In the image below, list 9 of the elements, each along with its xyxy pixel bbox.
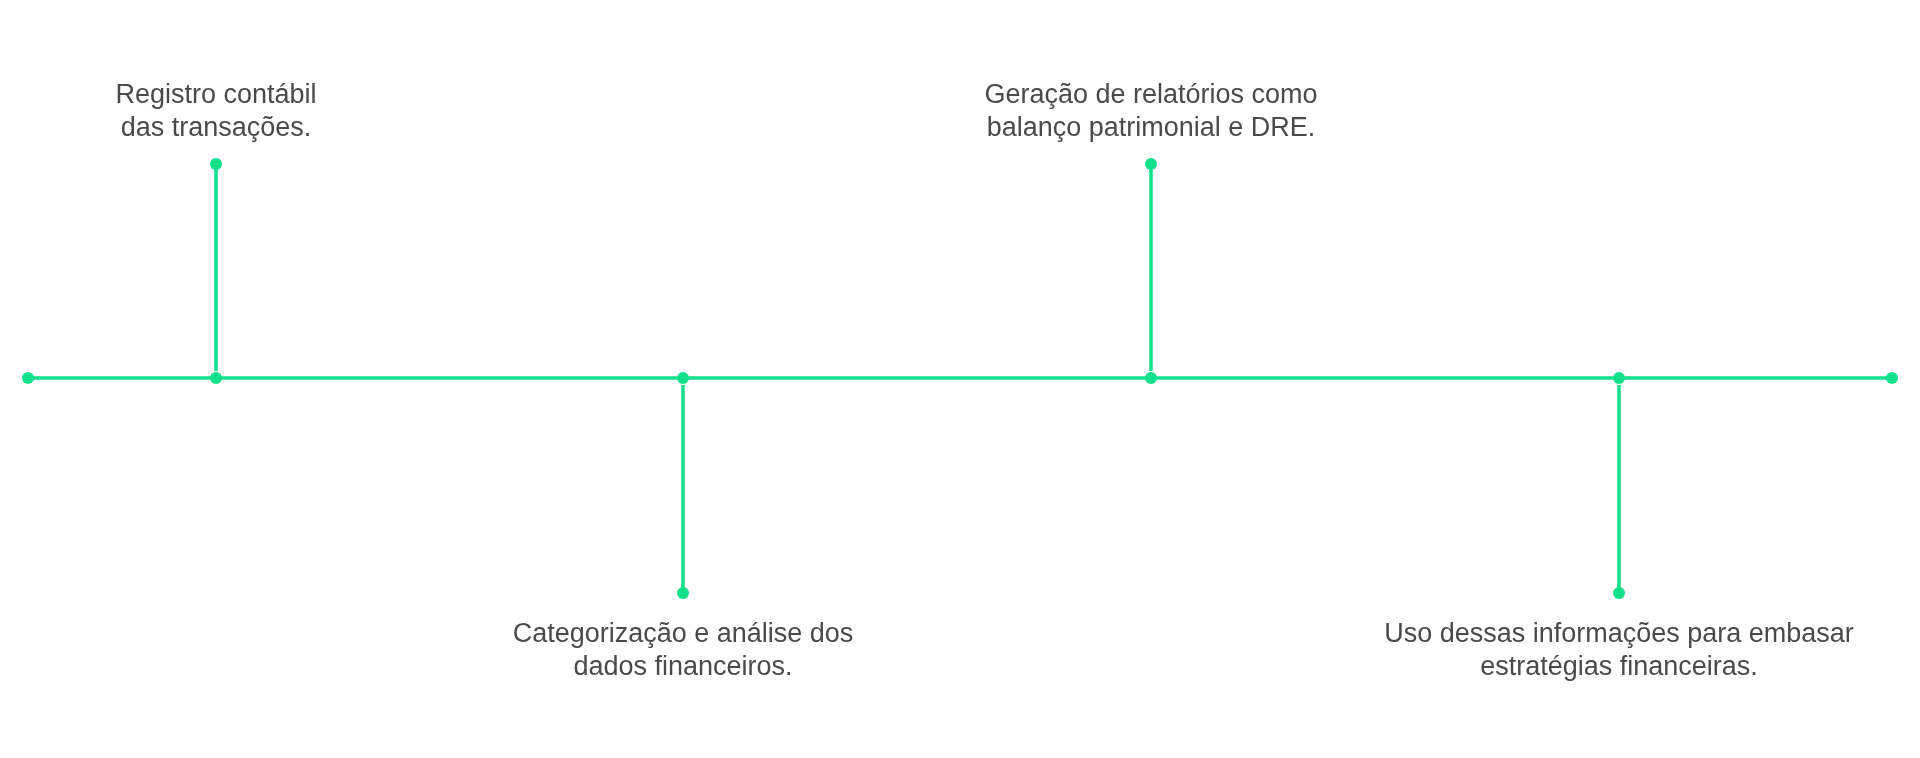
- timeline-event-text: Registro contábil das transações.: [91, 78, 341, 144]
- connector-stem: [1145, 158, 1157, 384]
- connector-stem: [210, 158, 222, 384]
- connector-stem: [677, 372, 689, 599]
- timeline-event-text: Categorização e análise dos dados financeiros.: [508, 617, 858, 683]
- timeline-event-text: Geração de relatórios como balanço patrimonial e DRE.: [948, 78, 1354, 144]
- timeline-axis: [20, 370, 1900, 386]
- connector-stem: [1613, 372, 1625, 599]
- timeline-event-text: Uso dessas informações para embasar estratégias financeiras.: [1384, 617, 1854, 683]
